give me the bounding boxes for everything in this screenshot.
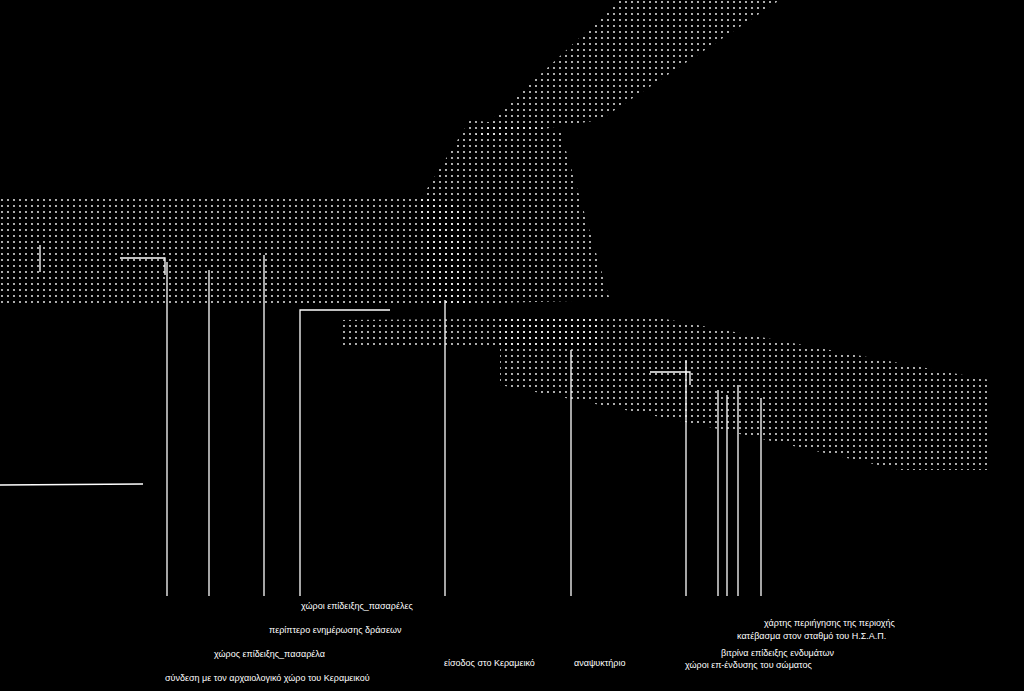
leader-lines xyxy=(0,245,761,596)
callout-label: χώροι επ-ένδυσης του σώματος xyxy=(684,660,813,671)
callout-label: χώρος επίδειξης_πασαρέλα xyxy=(213,649,326,660)
dotted-volumes xyxy=(0,0,990,470)
callout-label: είσοδος στο Κεραμεικό xyxy=(443,658,536,669)
callout-label: βιτρίνα επίδειξης ενδυμάτων xyxy=(720,648,835,659)
callout-label: κατέβασμα στον σταθμό του Η.Σ.Α.Π. xyxy=(736,631,887,642)
callout-label: χώροι επίδειξης_πασαρέλες xyxy=(300,601,414,612)
callout-label: αναψυκτήριο xyxy=(573,658,626,669)
callout-label: περίπτερο ενημέρωσης δράσεων xyxy=(268,625,402,636)
callout-label: χάρτης περιήγησης της περιοχής xyxy=(763,618,896,629)
callout-label: σύνδεση με τον αρχαιολογικό χώρο του Κερ… xyxy=(164,673,371,684)
